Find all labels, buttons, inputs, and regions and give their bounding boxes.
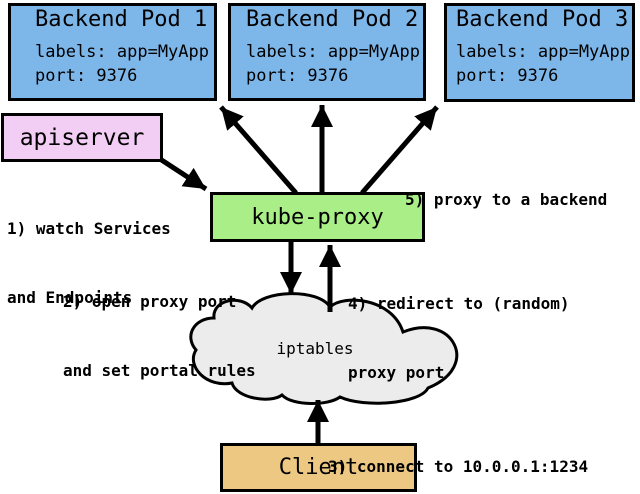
pod-1-labels: labels: app=MyApp [35, 42, 209, 62]
step-4-line-1: 4) redirect to (random) [348, 294, 570, 313]
backend-pod-3-box: Backend Pod 3 labels: app=MyApp port: 93… [444, 3, 635, 102]
step-2-label: 2) open proxy port and set portal rules [63, 244, 256, 428]
step-2-line-2: and set portal rules [63, 361, 256, 380]
backend-pod-2-box: Backend Pod 2 labels: app=MyApp port: 93… [228, 3, 426, 101]
step-1-line-1: 1) watch Services [7, 219, 171, 238]
arrow-5-proxy-to-pod3-icon [360, 105, 439, 195]
pod-3-port: port: 9376 [456, 66, 559, 86]
step-5-label: 5) proxy to a backend [405, 142, 607, 257]
kube-proxy-box: kube-proxy [210, 192, 425, 242]
client-box: Client [220, 443, 417, 492]
kube-proxy-label: kube-proxy [251, 204, 384, 230]
backend-pod-1-box: Backend Pod 1 labels: app=MyApp port: 93… [8, 3, 217, 101]
arrow-1-watch-icon [158, 156, 208, 192]
step-4-label: 4) redirect to (random) proxy port [348, 246, 570, 430]
apiserver-box: apiserver [1, 113, 163, 162]
pod-2-labels: labels: app=MyApp [246, 42, 420, 62]
pod-2-port: port: 9376 [246, 66, 349, 86]
apiserver-label: apiserver [19, 124, 145, 151]
step-3-label: 3) connect to 10.0.0.1:1234 [328, 409, 588, 494]
arrow-5-proxy-to-pod1-icon [219, 105, 298, 195]
step-1-line-2: and Endpoints [7, 288, 133, 307]
step-3-line-1: 3) connect to 10.0.0.1:1234 [328, 457, 589, 476]
iptables-label: iptables [276, 339, 354, 358]
step-1-label: 1) watch Services and Endpoints [7, 171, 171, 355]
iptables-cloud [189, 292, 459, 405]
step-4-line-2: proxy port [348, 363, 445, 382]
pod-3-title: Backend Pod 3 [456, 7, 629, 32]
pod-3-labels: labels: app=MyApp [456, 42, 630, 62]
pod-1-title: Backend Pod 1 [35, 7, 208, 32]
step-5-line-1: 5) proxy to a backend [405, 190, 608, 209]
client-label: Client [278, 455, 359, 480]
step-2-line-1: 2) open proxy port [63, 292, 237, 311]
pod-1-port: port: 9376 [35, 66, 138, 86]
pod-2-title: Backend Pod 2 [246, 7, 419, 32]
